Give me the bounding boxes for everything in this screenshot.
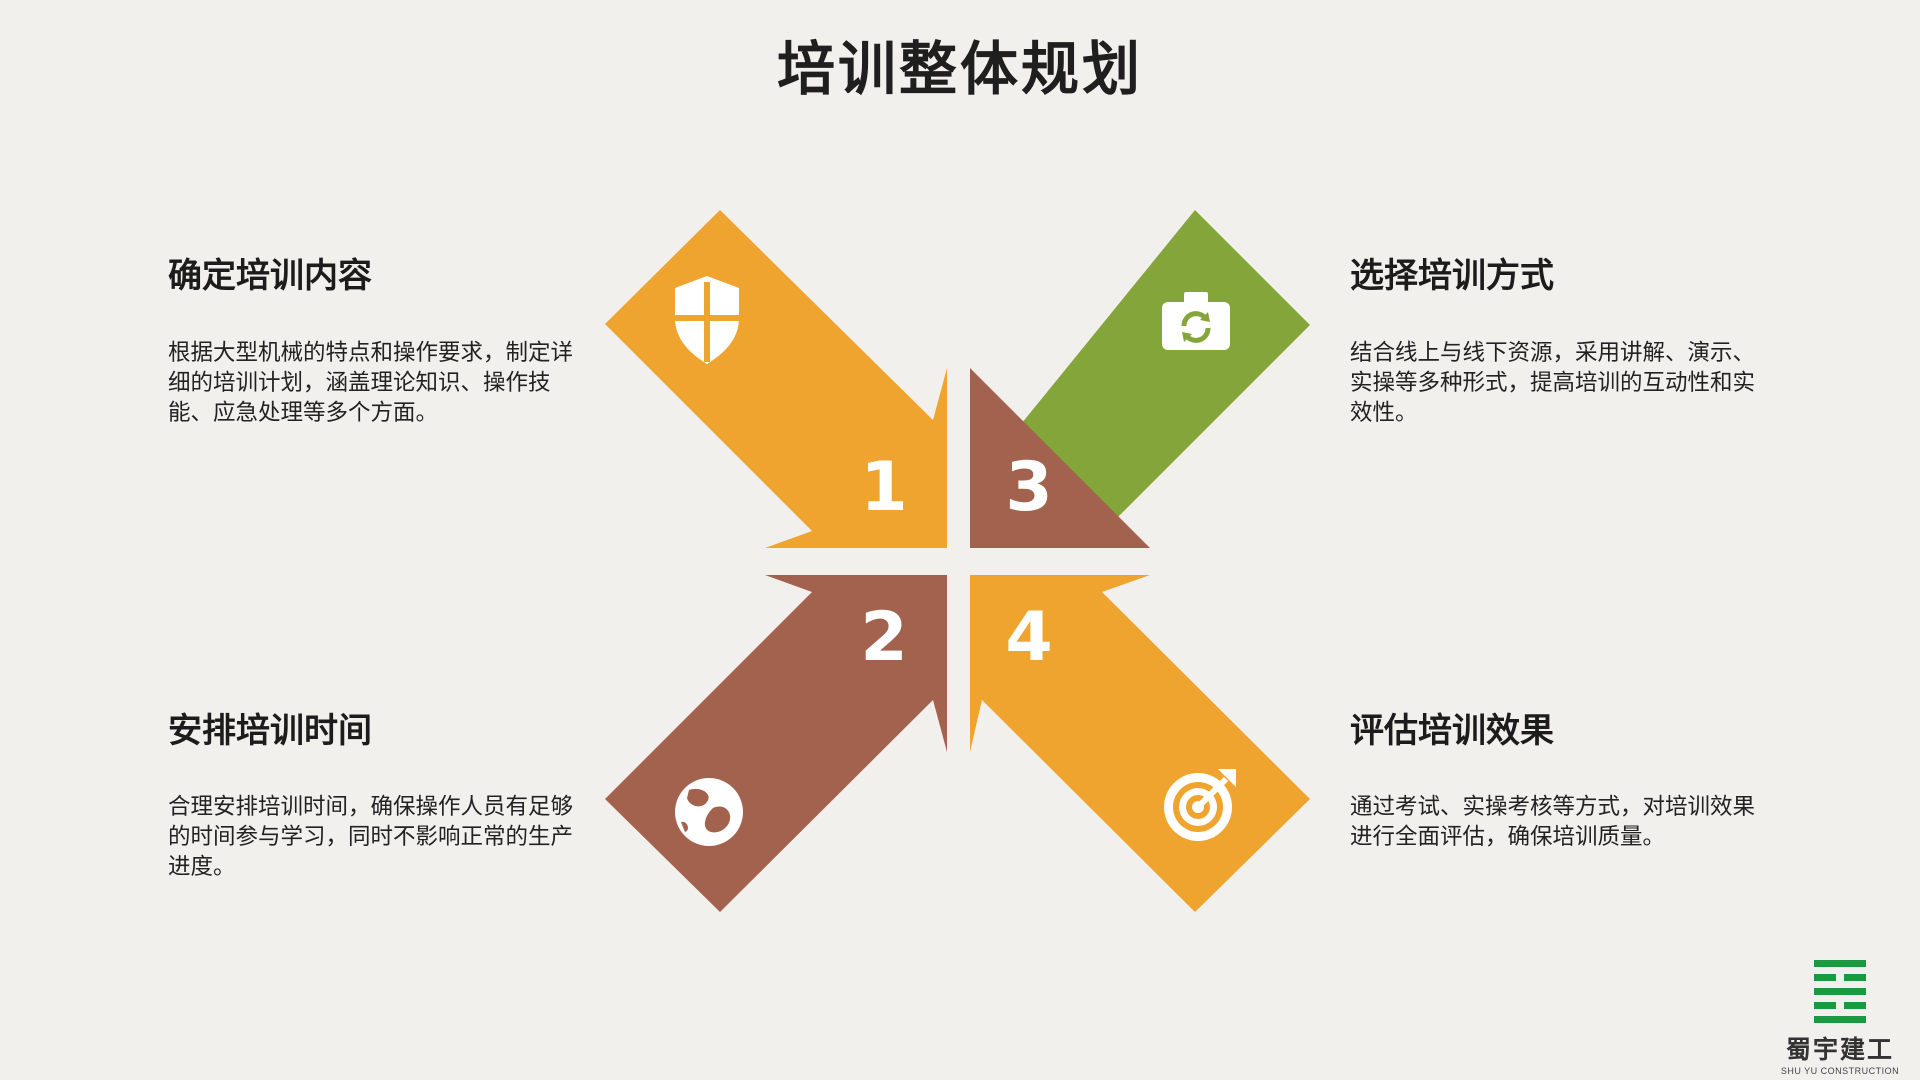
number-2: 2 xyxy=(860,598,907,677)
logo-mark-icon xyxy=(1814,960,1866,1023)
arrow-4 xyxy=(970,575,1310,912)
globe-icon xyxy=(675,778,743,846)
heading-2: 安排培训时间 xyxy=(168,711,372,751)
page-title: 培训整体规划 xyxy=(776,35,1143,103)
arrow-3 xyxy=(1000,210,1310,545)
heading-4: 评估培训效果 xyxy=(1350,711,1554,751)
shield-icon xyxy=(675,276,739,364)
camera-icon xyxy=(1162,292,1230,350)
target-icon xyxy=(1164,769,1236,841)
logo-name: 蜀宇建工 xyxy=(1785,1035,1894,1064)
number-4: 4 xyxy=(1005,598,1052,677)
desc-3: 结合线上与线下资源，采用讲解、演示、实操等多种形式，提高培训的互动性和实效性。 xyxy=(1350,340,1756,426)
desc-2: 合理安排培训时间，确保操作人员有足够的时间参与学习，同时不影响正常的生产进度。 xyxy=(168,794,574,880)
number-3: 3 xyxy=(1005,448,1052,527)
company-logo: 蜀宇建工 SHU YU CONSTRUCTION xyxy=(1775,958,1905,1076)
desc-1: 根据大型机械的特点和操作要求，制定详细的培训计划，涵盖理论知识、操作技能、应急处… xyxy=(168,340,574,426)
heading-1: 确定培训内容 xyxy=(168,256,372,296)
heading-3: 选择培训方式 xyxy=(1350,256,1554,296)
number-1: 1 xyxy=(860,448,907,527)
desc-4: 通过考试、实操考核等方式，对培训效果进行全面评估，确保培训质量。 xyxy=(1350,794,1756,850)
logo-subtitle: SHU YU CONSTRUCTION xyxy=(1780,1066,1900,1076)
arrow-3-center xyxy=(970,368,1150,548)
